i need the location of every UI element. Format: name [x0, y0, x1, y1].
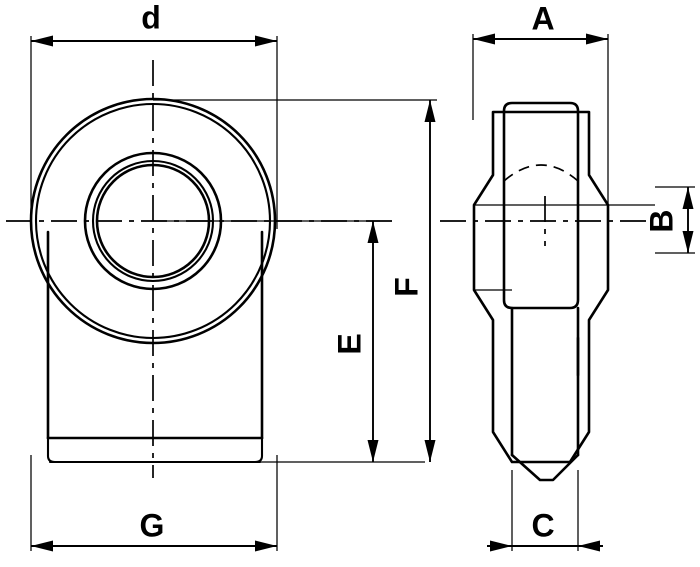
- body-bottom-right-corner: [253, 436, 264, 464]
- dim-A-label: A: [531, 0, 554, 36]
- dimension-B: B: [643, 186, 695, 254]
- dim-F-arrow-top: [424, 100, 436, 122]
- dimension-C: C: [487, 470, 603, 552]
- side-view-ball-outline: [502, 101, 580, 310]
- dim-E-arrow-bottom: [367, 440, 379, 462]
- dimension-F: F: [153, 99, 437, 462]
- side-view: A B C: [440, 0, 695, 552]
- dim-d-arrow-left: [31, 35, 53, 47]
- body-bottom-left-corner: [46, 436, 57, 464]
- side-view-shank-chamfer: [510, 453, 580, 482]
- dim-A-arrow-right: [586, 33, 608, 45]
- dimension-d: d: [30, 0, 278, 229]
- dimension-G: G: [30, 455, 278, 552]
- dimension-E: E: [150, 220, 425, 463]
- dim-B-arrow-bottom: [682, 231, 694, 253]
- side-view-ball-top-arc: [503, 164, 579, 182]
- dim-G-arrow-left: [31, 540, 53, 552]
- dim-F-arrow-bottom: [424, 440, 436, 462]
- dim-B-label: B: [643, 209, 679, 232]
- dim-d-label: d: [141, 0, 161, 35]
- front-view: d G E: [6, 0, 437, 552]
- dim-C-label: C: [531, 507, 554, 543]
- dimension-A: A: [472, 0, 609, 205]
- dim-F-label: F: [388, 277, 424, 297]
- dim-E-arrow-top: [367, 221, 379, 243]
- dim-B-arrow-top: [682, 187, 694, 209]
- dim-G-arrow-right: [255, 540, 277, 552]
- dim-C-arrow-left: [490, 540, 512, 552]
- dim-G-label: G: [140, 507, 165, 543]
- dim-A-arrow-left: [473, 33, 495, 45]
- dim-E-label: E: [331, 333, 367, 354]
- front-view-body-outline: [46, 230, 264, 464]
- dim-C-arrow-right: [578, 540, 600, 552]
- dim-d-arrow-right: [255, 35, 277, 47]
